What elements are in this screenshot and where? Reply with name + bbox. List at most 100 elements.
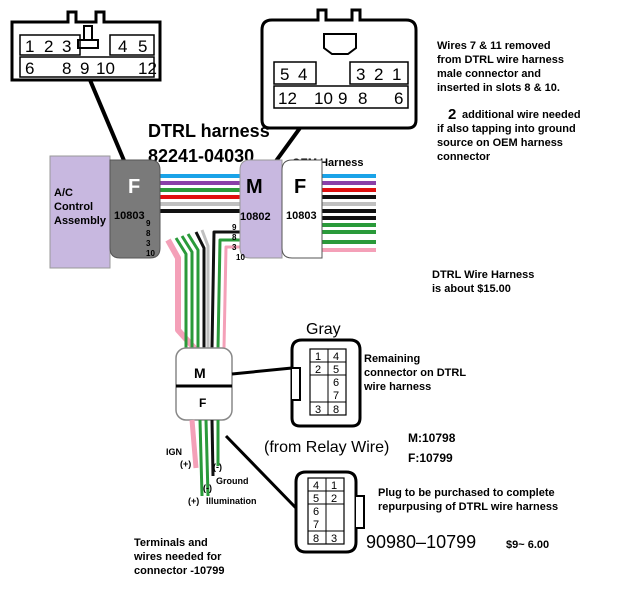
female-pin: 12 — [278, 89, 297, 108]
plug-pin: 5 — [313, 493, 319, 505]
gray-pin: 3 — [315, 404, 321, 416]
female-pin: 4 — [298, 65, 307, 84]
male-pin: 3 — [62, 37, 71, 56]
svg-text:3: 3 — [146, 239, 151, 248]
female-pin: 8 — [358, 89, 367, 108]
plug-pin: 7 — [313, 519, 319, 531]
svg-text:Control: Control — [54, 201, 93, 213]
plug-connector: 4 1 5 2 6 7 8 3 — [294, 470, 365, 554]
gray-pin: 8 — [333, 404, 339, 416]
svg-text:Wires 7 & 11 removed: Wires 7 & 11 removed — [437, 40, 551, 52]
svg-text:9: 9 — [232, 223, 237, 232]
svg-text:DTRL Wire Harness: DTRL Wire Harness — [432, 269, 534, 281]
svg-text:if also tapping into ground: if also tapping into ground — [437, 123, 576, 135]
wire-removal-note: Wires 7 & 11 removed from DTRL wire harn… — [437, 40, 564, 94]
svg-text:from DTRL wire harness: from DTRL wire harness — [437, 54, 564, 66]
svg-text:repurpusing of DTRL wire harne: repurpusing of DTRL wire harness — [378, 501, 558, 513]
male-pin: 10 — [96, 59, 115, 78]
male-connector-pinout: 1 2 3 4 5 6 8 9 10 12 — [10, 10, 162, 171]
male-pin: 6 — [25, 59, 34, 78]
male-pin: 9 — [80, 59, 89, 78]
gray-pin: 6 — [333, 377, 339, 389]
gray-pin: 1 — [315, 351, 321, 363]
ac-control-label: A/C Control Assembly — [54, 187, 107, 227]
svg-text:male connector and: male connector and — [437, 68, 541, 80]
svg-text:8: 8 — [232, 233, 237, 242]
plug-pin: 2 — [331, 493, 337, 505]
female-pin: 5 — [280, 65, 289, 84]
svg-text:(+): (+) — [188, 496, 199, 506]
svg-text:source on OEM harness: source on OEM harness — [437, 137, 563, 149]
svg-text:wires needed for: wires needed for — [133, 551, 222, 563]
gray-pin: 4 — [333, 351, 339, 363]
gray-connector: 1 4 2 5 6 7 3 8 — [290, 338, 362, 428]
remaining-connector-note: Remaining connector on DTRL wire harness — [363, 353, 466, 393]
male-pin: 12 — [138, 59, 157, 78]
svg-text:connector on DTRL: connector on DTRL — [364, 367, 466, 379]
svg-text:(-): (-) — [203, 483, 212, 493]
gray-pin: 5 — [333, 364, 339, 376]
connector-mid-code: 10802 — [240, 211, 271, 223]
plug-pin: 3 — [331, 533, 337, 545]
svg-text:3: 3 — [232, 243, 237, 252]
plug-part-number: 90980–10799 — [366, 532, 476, 552]
svg-text:connector -10799: connector -10799 — [134, 565, 224, 577]
plug-pin: 8 — [313, 533, 319, 545]
wire-labels: IGN (+) (-) Ground (-) (+) Illumination — [166, 447, 257, 506]
plug-pin: 1 — [331, 480, 337, 492]
svg-text:Terminals and: Terminals and — [134, 537, 208, 549]
additional-wire-note: additional wire needed if also tapping i… — [437, 109, 581, 163]
male-pin: 5 — [138, 37, 147, 56]
plug-price: $9~ 6.00 — [506, 539, 549, 551]
gray-label: Gray — [306, 321, 341, 338]
connector-mid-m: M 10802 — [239, 159, 283, 259]
svg-text:10: 10 — [146, 249, 155, 258]
connector-oem-f: F 10803 — [281, 159, 323, 259]
leader-line — [224, 434, 298, 510]
female-pin: 1 — [392, 65, 401, 84]
svg-text:IGN: IGN — [166, 447, 182, 457]
connector-mid-slots: 9 8 3 10 — [232, 223, 245, 262]
wire-bundle-down — [165, 229, 240, 353]
connector-mid-gender: M — [246, 176, 263, 198]
svg-text:connector: connector — [437, 151, 491, 163]
svg-text:inserted in slots 8 & 10.: inserted in slots 8 & 10. — [437, 82, 560, 94]
svg-text:A/C: A/C — [54, 187, 73, 199]
male-pin: 2 — [44, 37, 53, 56]
relay-wire-label: (from Relay Wire) — [264, 439, 389, 456]
additional-wire-count: 2 — [448, 106, 456, 123]
svg-text:wire harness: wire harness — [363, 381, 431, 393]
plug-note: Plug to be purchased to complete repurpu… — [378, 487, 558, 513]
svg-text:(+): (+) — [180, 459, 191, 469]
connector-left-slots: 9 8 3 10 — [146, 219, 155, 258]
wire-bundle-oem — [322, 174, 376, 252]
connector-left-f: F 10803 — [109, 159, 161, 259]
male-part-number: M:10798 — [408, 431, 456, 445]
svg-text:is about $15.00: is about $15.00 — [432, 283, 511, 295]
female-pin: 3 — [356, 65, 365, 84]
connector-oem-gender: F — [294, 176, 306, 198]
svg-text:Plug to be purchased to comple: Plug to be purchased to complete — [378, 487, 555, 499]
diagram-title: DTRL harness — [148, 121, 270, 141]
svg-text:8: 8 — [146, 229, 151, 238]
plug-pin: 6 — [313, 506, 319, 518]
plug-pin: 4 — [313, 480, 319, 492]
female-pin: 10 — [314, 89, 333, 108]
wire-bundle-upper — [160, 174, 240, 213]
female-connector-pinout: 5 4 3 2 1 12 10 9 8 6 — [260, 8, 418, 174]
svg-text:Illumination: Illumination — [206, 496, 257, 506]
male-pin: 4 — [118, 37, 127, 56]
gray-pin: 2 — [315, 364, 321, 376]
connector-left-gender: F — [128, 176, 140, 198]
svg-text:Assembly: Assembly — [54, 215, 107, 227]
inline-mf-connector: M F — [175, 347, 233, 421]
wire-bundle-lower — [189, 419, 220, 497]
leader-line — [231, 366, 293, 376]
male-pin: 8 — [62, 59, 71, 78]
svg-text:additional wire needed: additional wire needed — [462, 109, 581, 121]
inline-connector-f: F — [199, 396, 206, 410]
svg-text:Remaining: Remaining — [364, 353, 420, 365]
gray-pin: 7 — [333, 390, 339, 402]
ac-control-assembly — [49, 155, 111, 269]
